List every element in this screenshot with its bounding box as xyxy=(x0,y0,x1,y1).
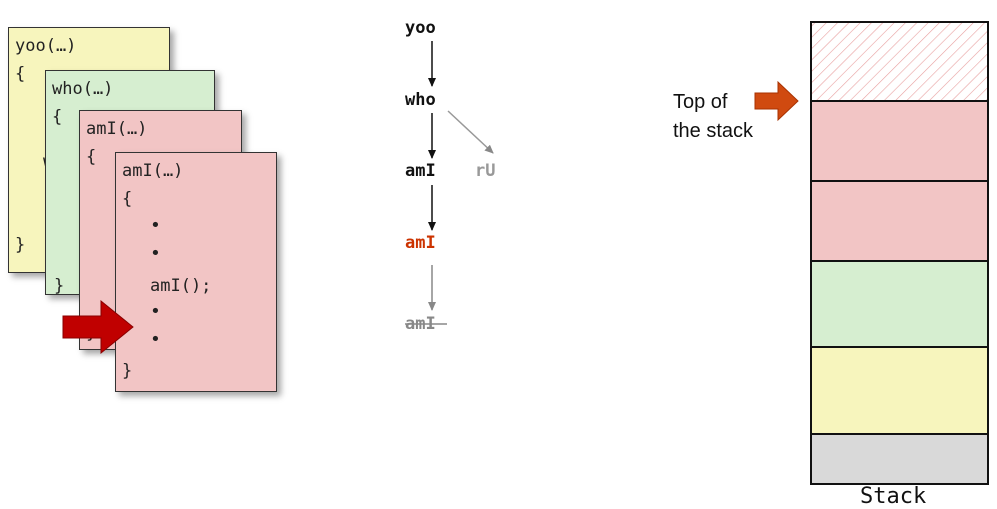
card-header: who(…) xyxy=(52,79,114,99)
stack-frame-ami-outer xyxy=(810,180,989,262)
top-of-stack-line2: the stack xyxy=(673,120,754,142)
tree-node-ami: amI xyxy=(405,161,436,181)
stack-frame-yoo xyxy=(810,346,989,435)
close-brace: } xyxy=(54,276,65,296)
edge-who-ru xyxy=(447,110,494,154)
top-of-stack-label: Top of the stack xyxy=(673,88,753,146)
stack-frame-free xyxy=(810,21,989,102)
open-brace: { xyxy=(86,147,97,167)
bullet: • xyxy=(150,301,161,322)
card-header: amI(…) xyxy=(86,119,148,139)
tree-node-yoo: yoo xyxy=(405,18,436,38)
execution-pointer-arrow xyxy=(62,299,134,355)
close-brace: } xyxy=(15,235,26,255)
code-card-ami-inner: amI(…) { • • amI(); • • } xyxy=(115,152,277,392)
bullet: • xyxy=(150,215,161,236)
stack-frame-who xyxy=(810,260,989,348)
stack-free-space xyxy=(811,22,988,101)
tree-node-ami-returned: amI xyxy=(405,314,436,334)
open-brace: { xyxy=(52,107,63,127)
recursive-call: amI(); xyxy=(150,276,212,296)
stack-frame-base xyxy=(810,433,989,485)
card-header: amI(…) xyxy=(122,161,184,181)
stack-label: Stack xyxy=(860,484,927,509)
top-of-stack-line1: Top of xyxy=(673,91,728,113)
tree-node-ami-current: amI xyxy=(405,233,436,253)
tree-node-ru: rU xyxy=(475,161,496,181)
close-brace: } xyxy=(122,361,133,381)
open-brace: { xyxy=(122,189,133,209)
bullet: • xyxy=(150,243,161,264)
tree-node-who: who xyxy=(405,90,436,110)
card-header: yoo(…) xyxy=(15,36,77,56)
bullet: • xyxy=(150,329,161,350)
top-of-stack-arrow xyxy=(754,80,799,122)
open-brace: { xyxy=(15,64,26,84)
stack-frame-ami-inner xyxy=(810,100,989,182)
